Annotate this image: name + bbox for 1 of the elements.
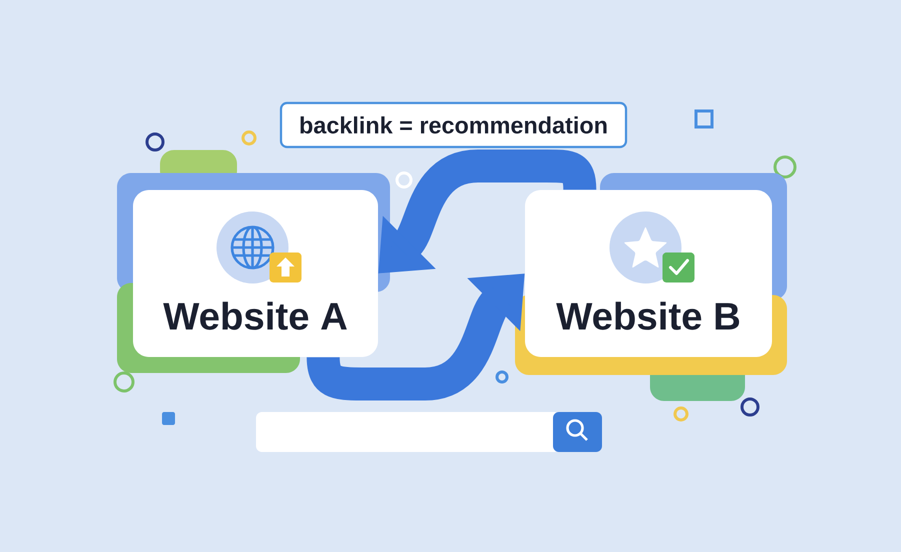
label-box: backlink = recommendation [280,102,628,148]
